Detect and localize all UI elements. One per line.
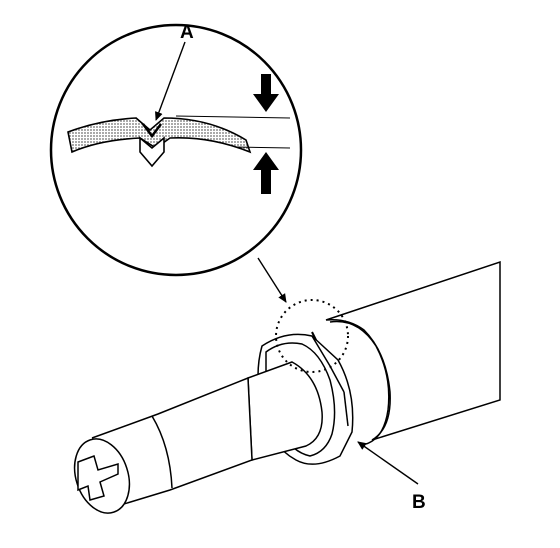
nut-edge-2 <box>329 365 345 393</box>
label-a-leader <box>155 41 186 121</box>
lower-reference-line <box>235 146 291 149</box>
detail-region-marker <box>275 299 349 373</box>
detail-view <box>49 23 303 277</box>
label-b-leader <box>357 441 419 485</box>
shaft-collar <box>247 361 323 461</box>
upper-reference-line <box>175 115 291 119</box>
nut-edge-3 <box>343 391 349 427</box>
shaft-end-slot <box>77 455 119 501</box>
label-b: B <box>412 492 426 513</box>
shaft-assembly <box>73 260 501 514</box>
staking-mark <box>311 331 317 341</box>
detail-circle <box>49 23 303 277</box>
detail-pointer-arrow <box>257 257 287 303</box>
small-shaft <box>91 376 253 511</box>
staking-tip <box>139 136 165 168</box>
label-a: A <box>180 22 194 43</box>
up-force-arrow <box>253 152 279 194</box>
outer-tube-end <box>329 320 390 445</box>
shaft-wall-section <box>67 117 252 154</box>
down-force-arrow <box>253 74 279 112</box>
staking-notch <box>142 123 162 139</box>
nut-edge-1 <box>311 335 331 367</box>
shaft-step <box>151 415 173 489</box>
